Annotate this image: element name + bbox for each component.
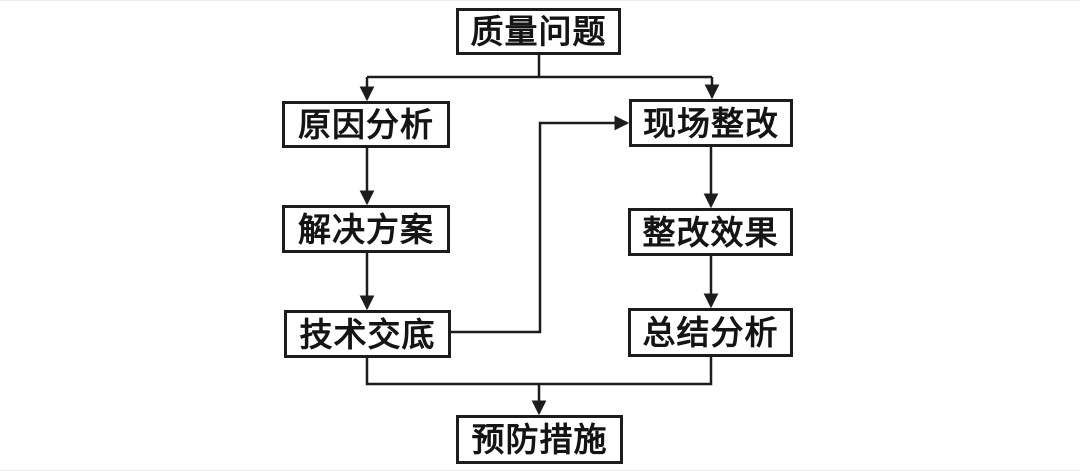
connector-tech-to-site-arrow (451, 115, 630, 334)
node-preventive-measures: 预防措施 (456, 415, 623, 464)
node-cause-analysis: 原因分析 (282, 101, 450, 148)
connector-merge-rail (365, 357, 713, 386)
connector-quality-branch-rail (367, 55, 712, 79)
page-top-rule (0, 0, 1080, 1)
node-rectification-effect: 整改效果 (628, 208, 793, 256)
node-summary-analysis: 总结分析 (628, 308, 793, 357)
node-site-rectification: 现场整改 (629, 99, 793, 147)
node-technical-disclosure: 技术交底 (284, 310, 451, 358)
node-quality-issue: 质量问题 (456, 8, 621, 55)
node-solution: 解决方案 (282, 205, 450, 253)
